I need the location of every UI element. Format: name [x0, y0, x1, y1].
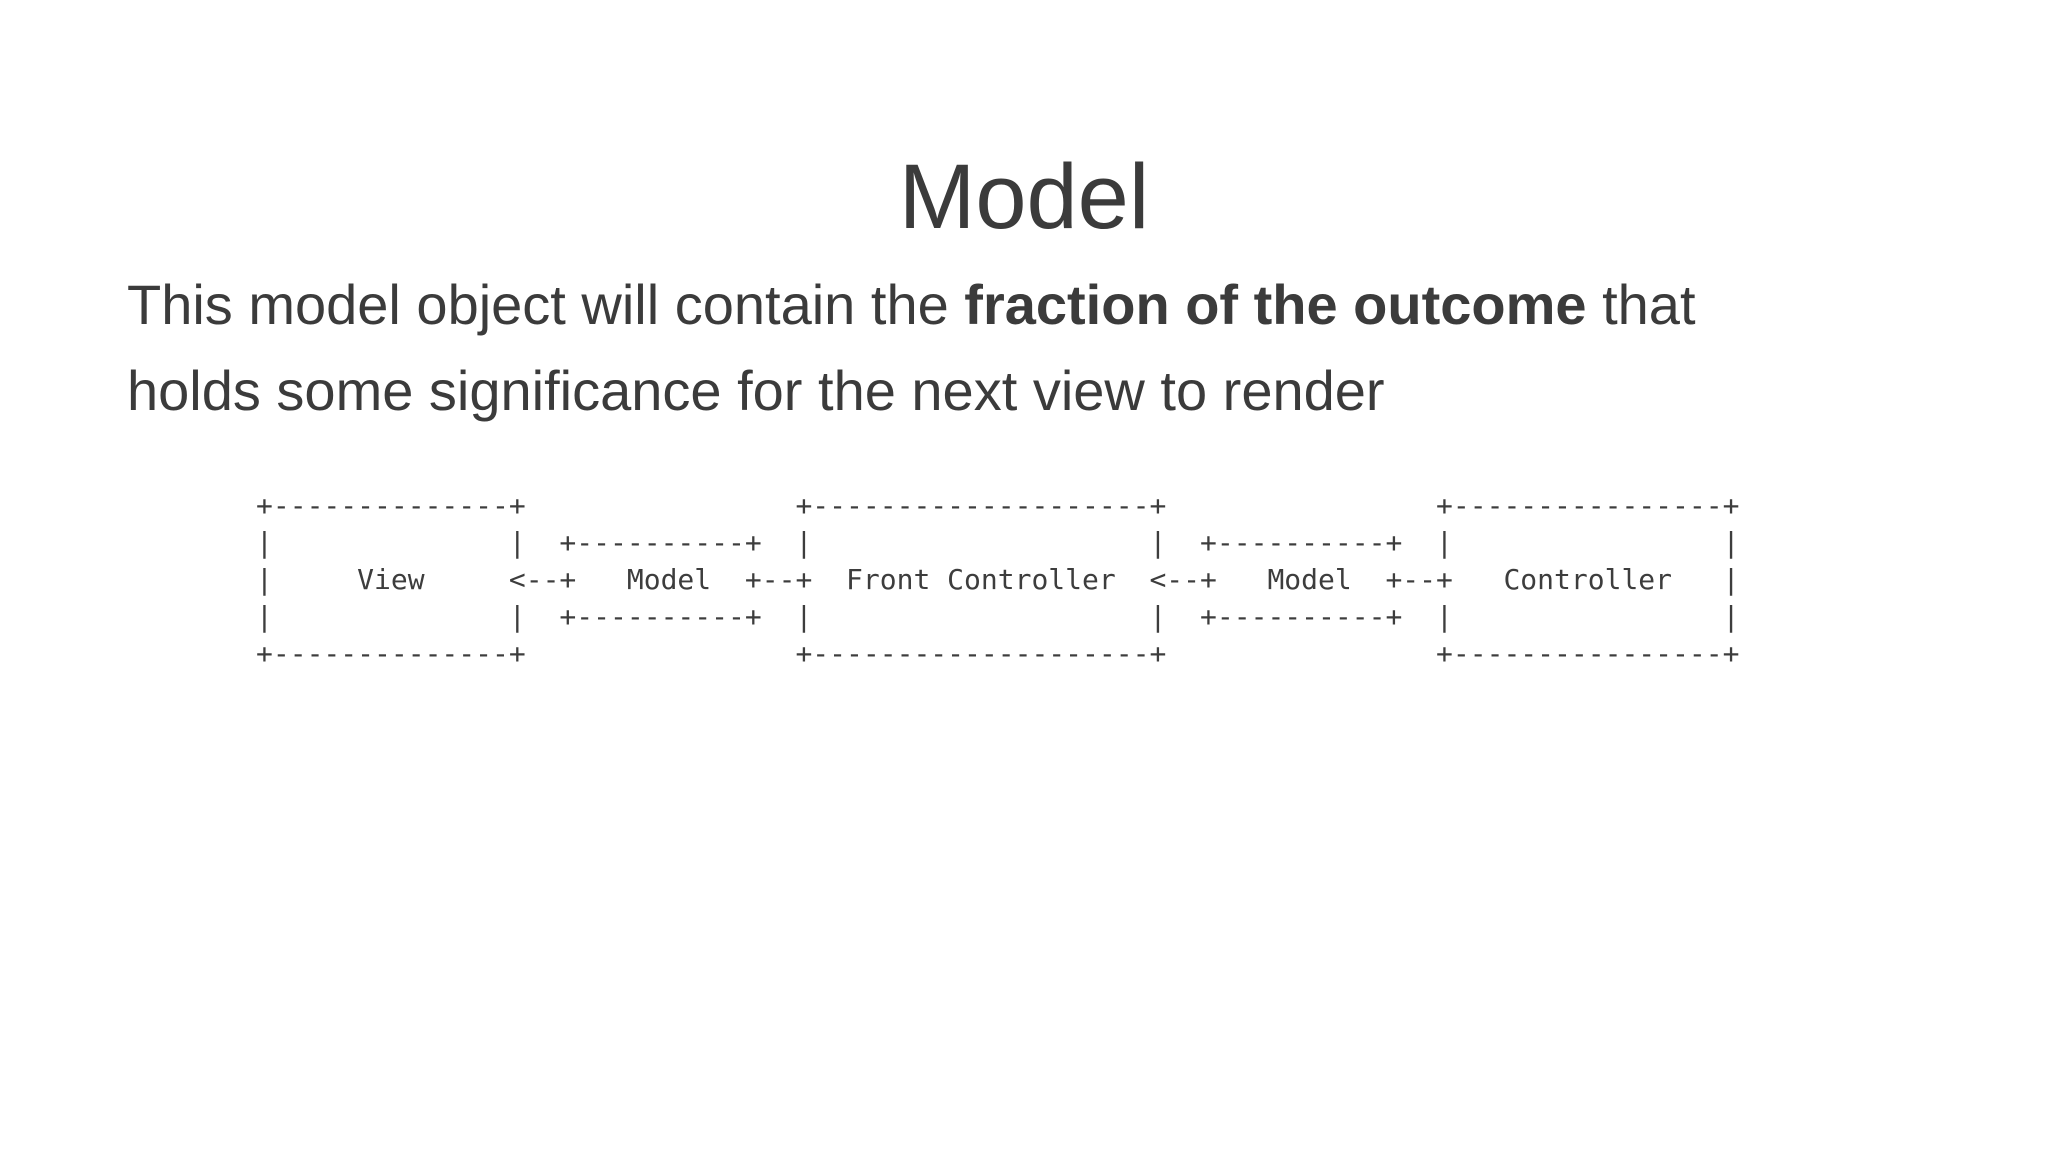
paragraph-text-segment: that [1586, 273, 1696, 336]
paragraph-text-segment: holds some significance for the next vie… [127, 359, 1385, 422]
paragraph-line: holds some significance for the next vie… [127, 348, 1927, 434]
slide-title: Model [898, 145, 1150, 248]
ascii-architecture-diagram: +--------------+ +--------------------+ … [256, 489, 1740, 670]
slide-paragraph: This model object will contain the fract… [127, 262, 1927, 434]
paragraph-line: This model object will contain the fract… [127, 262, 1927, 348]
paragraph-bold-segment: fraction of the outcome [964, 273, 1587, 336]
paragraph-text-segment: This model object will contain the [127, 273, 965, 336]
